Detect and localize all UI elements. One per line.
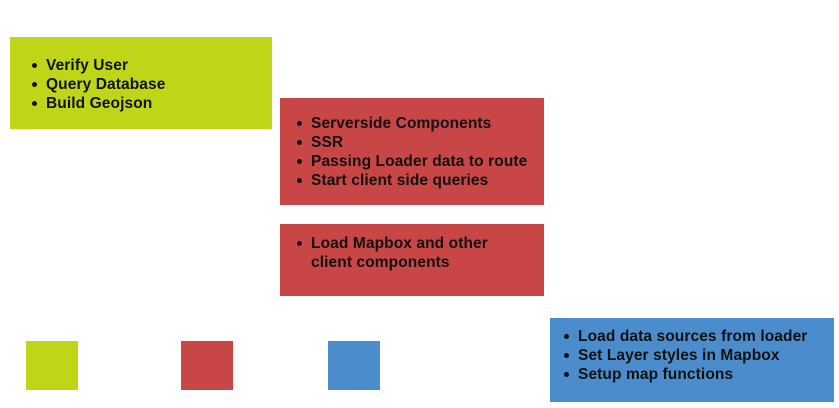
green-step-box: Verify User Query Database Build Geojson bbox=[10, 37, 272, 129]
list-item: Load data sources from loader bbox=[564, 327, 834, 346]
list-item: SSR bbox=[297, 133, 544, 152]
list-item: Serverside Components bbox=[297, 114, 544, 133]
list-item: Build Geojson bbox=[32, 94, 272, 113]
blue-color-swatch bbox=[328, 341, 380, 390]
blue-step-box: Load data sources from loader Set Layer … bbox=[550, 318, 834, 402]
list-item: Set Layer styles in Mapbox bbox=[564, 346, 834, 365]
red-step-box-serverside: Serverside Components SSR Passing Loader… bbox=[280, 98, 544, 205]
red-step-box-client: Load Mapbox and other client components bbox=[280, 224, 544, 296]
red-step-list-client: Load Mapbox and other client components bbox=[293, 234, 544, 272]
list-item: Verify User bbox=[32, 56, 272, 75]
red-color-swatch bbox=[181, 341, 233, 390]
list-item: Query Database bbox=[32, 75, 272, 94]
list-item: Setup map functions bbox=[564, 365, 834, 384]
green-step-list: Verify User Query Database Build Geojson bbox=[28, 56, 272, 113]
list-item: Passing Loader data to route bbox=[297, 152, 544, 171]
red-step-list-serverside: Serverside Components SSR Passing Loader… bbox=[293, 114, 544, 190]
green-color-swatch bbox=[26, 341, 78, 390]
list-item: Load Mapbox and other client components bbox=[297, 234, 521, 272]
list-item: Start client side queries bbox=[297, 171, 544, 190]
blue-step-list: Load data sources from loader Set Layer … bbox=[560, 327, 834, 384]
